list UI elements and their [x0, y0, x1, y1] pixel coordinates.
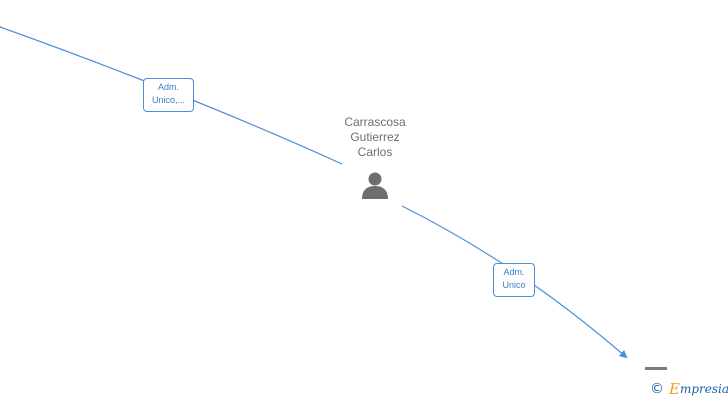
relation-label-1-line-2: Unico,...	[151, 95, 185, 105]
person-node-label[interactable]: Carrascosa Gutierrez Carlos	[316, 115, 434, 160]
brand-first-letter: E	[669, 380, 680, 398]
person-icon[interactable]	[360, 170, 390, 200]
relation-label-1-line-1: Adm.	[157, 82, 179, 92]
relation-label-2-line-1: Adm.	[503, 267, 525, 277]
company-node-marker[interactable]	[645, 367, 667, 370]
person-name-line-1: Carrascosa	[344, 115, 406, 129]
person-name-line-3: Carlos	[357, 145, 393, 159]
relation-label-2[interactable]: Adm. Unico	[493, 263, 535, 297]
brand-rest: mpresia	[679, 382, 728, 396]
empresia-watermark: © E mpresia	[650, 380, 728, 398]
copyright-icon: ©	[650, 381, 664, 397]
relation-label-1[interactable]: Adm. Unico,...	[143, 78, 194, 112]
relation-label-2-line-2: Unico	[502, 280, 526, 290]
person-name-line-2: Gutierrez	[350, 130, 400, 144]
